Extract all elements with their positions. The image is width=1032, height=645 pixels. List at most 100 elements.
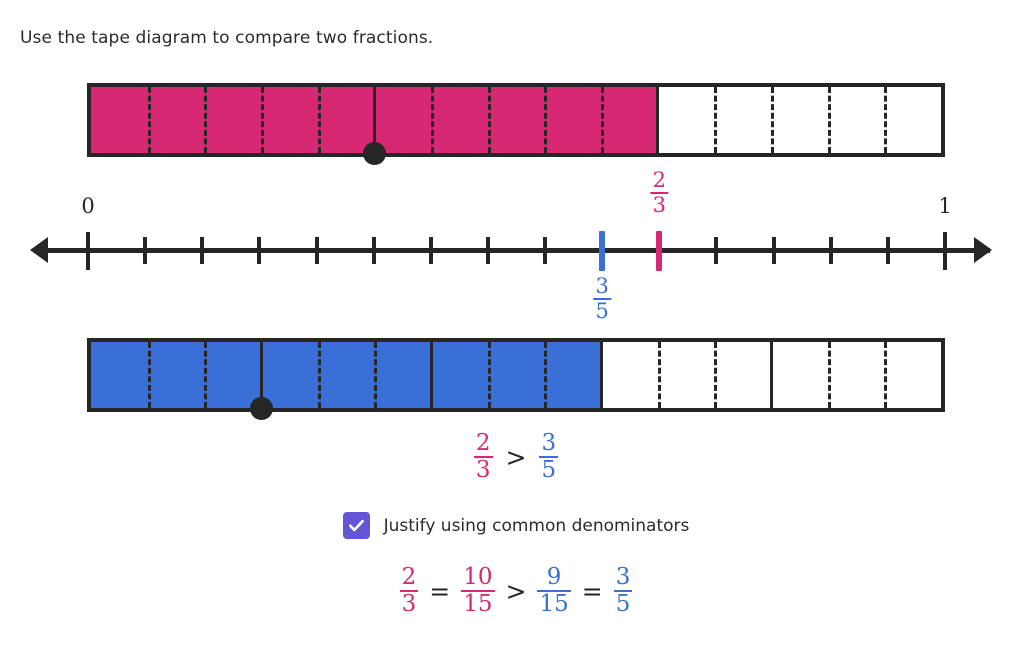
number-line-label-one: 1 [938, 194, 952, 218]
fraction-numerator: 3 [595, 274, 609, 298]
tape-subdivision-line [714, 342, 718, 408]
fraction-numerator: 3 [541, 430, 557, 456]
tape-subdivision-line [317, 342, 321, 408]
fraction-bar [399, 590, 419, 593]
tape-subdivision-line [147, 342, 151, 408]
number-line-tick [771, 237, 776, 264]
tape-subdivision-line [884, 87, 888, 153]
fraction-bar [537, 590, 571, 593]
operator-equals: = [581, 576, 603, 606]
tape-subdivision-line [544, 87, 548, 153]
tape-subdivision-line [487, 342, 491, 408]
fraction-bar [613, 590, 633, 593]
operator-equals: = [429, 576, 451, 606]
number-line-tick [143, 237, 148, 264]
tape-subdivision-line [827, 87, 831, 153]
fraction-denominator: 15 [463, 591, 493, 618]
fraction-numerator: 2 [401, 564, 417, 590]
check-icon [348, 519, 364, 532]
justify-checkbox-label: Justify using common denominators [383, 515, 690, 536]
justify-checkbox-row[interactable]: Justify using common denominators [0, 512, 1032, 539]
fraction-denominator: 15 [539, 591, 569, 618]
fraction-denominator: 3 [401, 591, 417, 618]
prompt-text: Use the tape diagram to compare two frac… [20, 28, 434, 48]
tape-subdivision-line [204, 342, 208, 408]
fraction-denominator: 3 [475, 457, 491, 484]
fraction-denominator: 5 [615, 591, 631, 618]
tape-subdivision-line [431, 87, 434, 153]
tape-thirds-inner [91, 87, 941, 165]
number-line-tick [200, 237, 205, 264]
number-line-tick [714, 237, 719, 264]
number-line-tick [428, 237, 433, 264]
blue-mark[interactable] [599, 231, 606, 271]
arrow-right-icon [974, 237, 992, 263]
number-line-tick [885, 237, 890, 264]
fraction-bar [539, 456, 559, 459]
pink-mark[interactable] [656, 231, 663, 271]
tape-subdivision-line [147, 87, 151, 153]
tape-part-divider [769, 342, 773, 408]
number-line-tick [314, 237, 319, 264]
tape-subdivision-line [374, 342, 378, 408]
number-line-label-zero: 0 [81, 194, 95, 218]
tape-point-marker[interactable] [249, 396, 273, 420]
fraction-bar [650, 192, 669, 195]
fraction-numerator: 3 [615, 564, 631, 590]
tape-part-divider [372, 87, 376, 153]
tape-subdivision-line [827, 342, 831, 408]
fraction-numerator: 2 [475, 430, 491, 456]
number-line-tick [485, 237, 490, 264]
tape-part-divider [429, 342, 433, 408]
number-line-tick [828, 237, 833, 264]
tape-subdivision-line [544, 342, 548, 408]
number-line-tick [257, 237, 262, 264]
operator-greater-than: > [505, 442, 527, 472]
tape-subdivision-line [487, 87, 491, 153]
tape-point-marker[interactable] [362, 141, 386, 165]
fraction-bar [473, 456, 493, 459]
fraction-denominator: 5 [541, 457, 557, 484]
tape-part-divider [599, 342, 603, 408]
justify-checkbox[interactable] [342, 512, 370, 539]
tape-subdivision-line [261, 87, 264, 153]
arrow-left-icon [30, 237, 48, 263]
tape-subdivision-line [204, 87, 208, 153]
fraction-denominator: 3 [652, 193, 667, 218]
fraction-bar [593, 298, 611, 301]
tape-part-divider [259, 342, 263, 408]
number-line-tick [543, 237, 548, 264]
tape-part-divider [656, 87, 660, 153]
tape-diagram-thirds[interactable] [87, 83, 945, 165]
tape-subdivision-line [317, 87, 321, 153]
tape-subdivision-line [601, 87, 604, 153]
tape-shaded-region [91, 342, 601, 408]
number-line-endpoint-tick [943, 232, 947, 270]
fraction-numerator: 10 [463, 564, 493, 590]
tape-fifths-inner [91, 342, 941, 420]
tape-subdivision-line [714, 87, 718, 153]
fraction-numerator: 9 [546, 564, 562, 590]
number-line-tick [371, 237, 376, 264]
operator-greater-than: > [505, 576, 527, 606]
fraction-denominator: 5 [595, 299, 609, 324]
tape-subdivision-line [657, 342, 661, 408]
tape-diagram-fifths[interactable] [87, 338, 945, 420]
tape-subdivision-line [884, 342, 888, 408]
number-line-endpoint-tick [86, 232, 90, 270]
tape-subdivision-line [771, 87, 774, 153]
fraction-numerator: 2 [652, 168, 667, 192]
fraction-bar [461, 590, 495, 593]
